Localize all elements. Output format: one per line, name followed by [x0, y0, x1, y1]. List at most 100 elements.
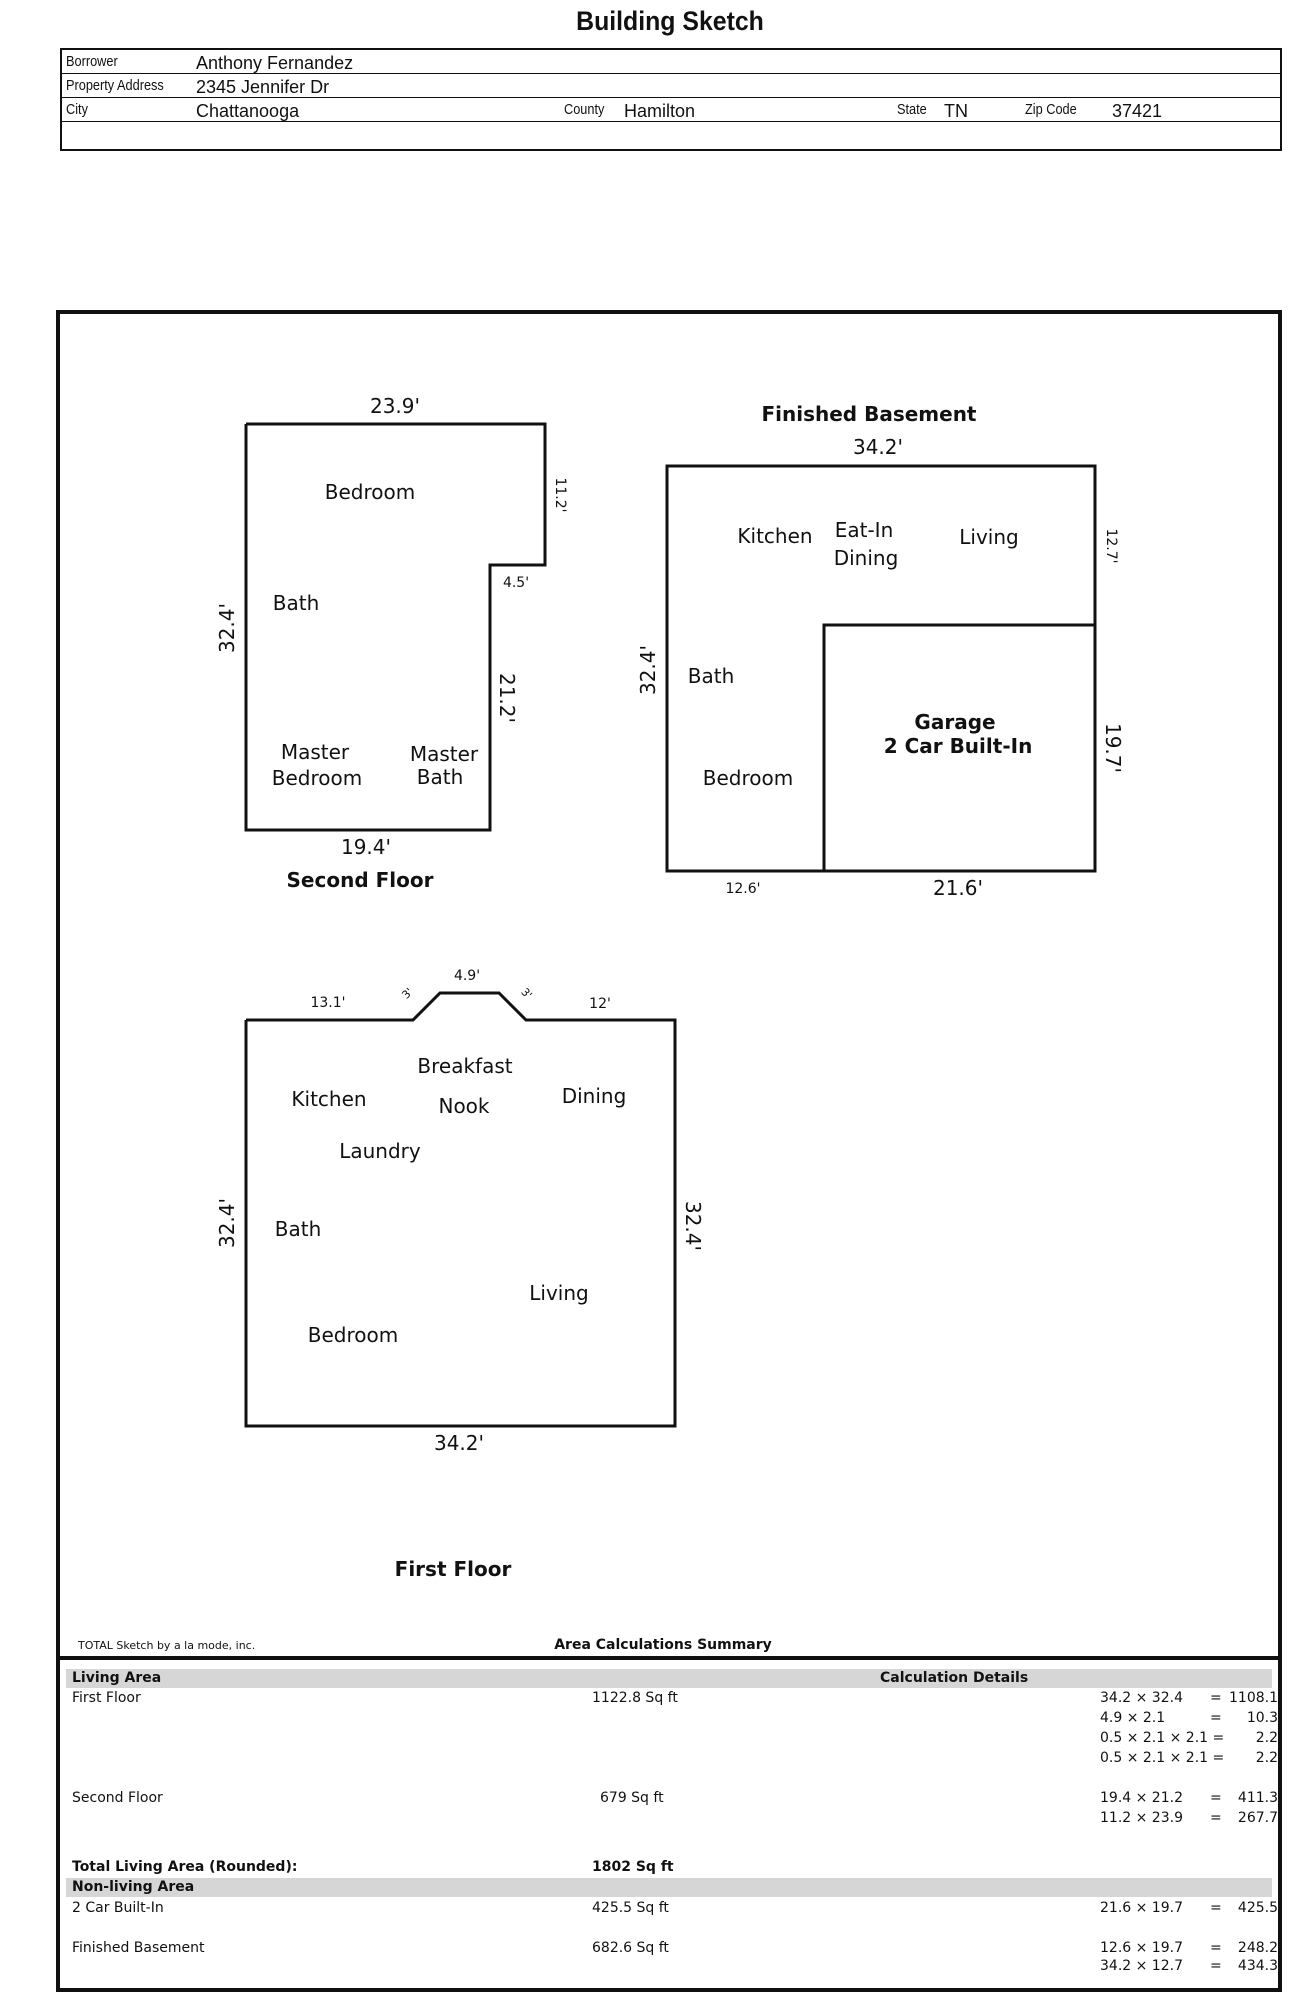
- basement-dim-right-upper: 12.7': [1103, 528, 1119, 563]
- first-floor-outline: [244, 991, 677, 1428]
- first-floor-dim-right: 32.4': [681, 1201, 705, 1251]
- second-floor-dim-right-lower: 21.2': [495, 673, 519, 723]
- garage-label: Garage: [914, 710, 995, 734]
- state-value: TN: [944, 101, 968, 121]
- second-floor-dim-top: 23.9': [370, 394, 420, 418]
- header-row-location: City Chattanooga County Hamilton State T…: [62, 98, 1280, 122]
- room-label: Breakfast: [417, 1054, 512, 1078]
- room-label: Laundry: [339, 1139, 421, 1163]
- garage-label: 2 Car Built-In: [884, 734, 1033, 758]
- basement-dim-bottom-right: 21.6': [933, 876, 983, 900]
- calc-result: 434.3: [1237, 1958, 1278, 1974]
- first-floor-dim-left: 32.4': [215, 1198, 239, 1248]
- calc-eq: =: [1210, 1790, 1222, 1806]
- calc-eq: =: [1210, 1810, 1222, 1826]
- total-living-label: Total Living Area (Rounded):: [72, 1859, 298, 1875]
- software-credit: TOTAL Sketch by a la mode, inc.: [78, 1639, 256, 1652]
- calc-eq: =: [1210, 1690, 1222, 1706]
- summary-title: Area Calculations Summary: [554, 1637, 772, 1653]
- basement-outline: [665, 464, 1097, 873]
- zip-value: 37421: [1112, 101, 1163, 121]
- second-floor-dim-step: 4.5': [503, 575, 529, 591]
- borrower-value: Anthony Fernandez: [196, 53, 354, 73]
- room-label: Bedroom: [703, 766, 793, 790]
- basement-dim-left: 32.4': [636, 645, 660, 695]
- living-area-label: Living Area: [72, 1670, 162, 1686]
- first-floor-dim-top-left: 13.1': [310, 995, 345, 1011]
- room-label: Bath: [275, 1217, 322, 1241]
- basement-dim-bottom-left: 12.6': [725, 881, 760, 897]
- living-area-band: [66, 1669, 1272, 1688]
- calc-result: 10.3: [1246, 1710, 1278, 1726]
- second-floor-outline: [244, 422, 547, 832]
- state-label: State: [897, 101, 927, 118]
- calc-result: 2.2: [1255, 1730, 1278, 1746]
- county-value: Hamilton: [624, 101, 696, 121]
- room-label: Living: [959, 525, 1018, 549]
- calculation-details-label: Calculation Details: [880, 1670, 1029, 1686]
- garage-outline: [822, 623, 1095, 871]
- room-label: Bedroom: [325, 480, 415, 504]
- calc-expr: 34.2 × 32.4: [1100, 1690, 1183, 1706]
- header-row-address: Property Address 2345 Jennifer Dr: [62, 74, 1280, 98]
- room-label: Nook: [438, 1094, 489, 1118]
- room-label: Bath: [417, 765, 464, 789]
- room-label: Bath: [273, 591, 320, 615]
- room-label: Master: [410, 742, 479, 766]
- calc-expr: 0.5 × 2.1 × 2.1 =: [1100, 1730, 1225, 1746]
- first-floor-dim-top-right: 12': [589, 996, 611, 1012]
- basement-caption: Finished Basement: [761, 402, 976, 426]
- calc-eq: =: [1210, 1940, 1222, 1956]
- second-floor-dim-left: 32.4': [215, 603, 239, 653]
- summary-divider: [60, 1656, 1278, 1660]
- second-floor-area: 679 Sq ft: [600, 1790, 664, 1806]
- room-label: Kitchen: [737, 524, 812, 548]
- city-value: Chattanooga: [196, 101, 300, 121]
- first-floor-dim-bay-left: 3': [399, 985, 415, 1001]
- header-table: Borrower Anthony Fernandez Property Addr…: [60, 48, 1282, 151]
- calc-result: 248.2: [1237, 1940, 1278, 1956]
- sketch-frame: [56, 310, 1282, 1992]
- calc-result: 2.2: [1255, 1750, 1278, 1766]
- county-label: County: [564, 101, 605, 118]
- total-living-value: 1802 Sq ft: [592, 1859, 674, 1875]
- second-floor-dim-right-upper: 11.2': [552, 477, 568, 512]
- borrower-label: Borrower: [66, 53, 118, 70]
- room-label: Bath: [688, 664, 735, 688]
- non-living-label: Non-living Area: [72, 1879, 195, 1895]
- room-label: Living: [529, 1281, 588, 1305]
- first-floor-dim-bay-right: 3': [518, 985, 534, 1001]
- room-label: Bedroom: [308, 1323, 398, 1347]
- calc-result: 425.5: [1237, 1900, 1278, 1916]
- calc-expr: 4.9 × 2.1: [1100, 1710, 1166, 1726]
- basement-dim-top: 34.2': [853, 435, 903, 459]
- address-value: 2345 Jennifer Dr: [196, 77, 330, 97]
- city-label: City: [66, 101, 88, 118]
- room-label: Eat-In: [835, 518, 894, 542]
- header-row-borrower: Borrower Anthony Fernandez: [62, 50, 1280, 74]
- second-floor-name: Second Floor: [72, 1790, 163, 1806]
- room-label: Dining: [562, 1084, 627, 1108]
- room-label: Master: [281, 740, 350, 764]
- basement-dim-right-lower: 19.7': [1101, 723, 1125, 773]
- page-title: Building Sketch: [576, 6, 764, 36]
- room-label: Bedroom: [272, 766, 362, 790]
- calc-result: 267.7: [1237, 1810, 1278, 1826]
- first-floor-name: First Floor: [72, 1690, 141, 1706]
- calc-result: 1108.1: [1229, 1690, 1278, 1706]
- room-label: Dining: [834, 546, 899, 570]
- second-floor-dim-bottom: 19.4': [341, 835, 391, 859]
- calc-expr: 34.2 × 12.7: [1100, 1958, 1183, 1974]
- calc-eq: =: [1210, 1958, 1222, 1974]
- zip-label: Zip Code: [1025, 101, 1077, 118]
- basement-area: 682.6 Sq ft: [592, 1940, 669, 1956]
- calc-eq: =: [1210, 1710, 1222, 1726]
- first-floor-area: 1122.8 Sq ft: [592, 1690, 678, 1706]
- first-floor-dim-bottom: 34.2': [434, 1431, 484, 1455]
- calc-expr: 0.5 × 2.1 × 2.1 =: [1100, 1750, 1225, 1766]
- address-label: Property Address: [66, 77, 164, 94]
- first-floor-dim-bay: 4.9': [454, 968, 480, 984]
- calc-expr: 21.6 × 19.7: [1100, 1900, 1183, 1916]
- garage-name: 2 Car Built-In: [72, 1900, 164, 1916]
